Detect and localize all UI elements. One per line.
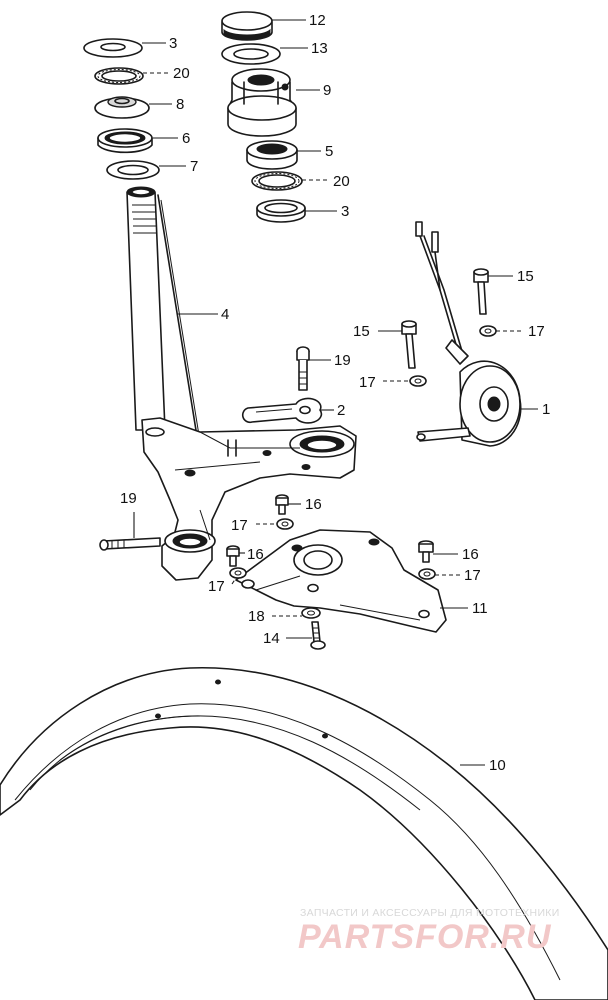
- callout-19-upper: 19: [334, 352, 351, 369]
- part-18-washer: [301, 607, 321, 619]
- callout-19-lower: 19: [120, 490, 137, 507]
- callout-13: 13: [311, 40, 328, 57]
- callout-3-top-left: 3: [169, 35, 177, 52]
- watermark: ЗАПЧАСТИ И АКСЕССУАРЫ ДЛЯ МОТОТЕХНИКИ PA…: [298, 907, 560, 956]
- part-16-bolt-left: [226, 545, 240, 567]
- callout-17-left: 17: [208, 578, 225, 595]
- callout-20-left: 20: [173, 65, 190, 82]
- part-19-bolt-lower: [99, 537, 161, 551]
- part-9-steering-nut: [227, 68, 297, 137]
- part-6-outer-race-left: [97, 128, 153, 154]
- callout-8: 8: [176, 96, 184, 113]
- part-7-washer-left: [106, 160, 160, 180]
- callout-3-right: 3: [341, 203, 349, 220]
- part-4-steering-stem: [126, 186, 204, 461]
- part-8-cone-race-left: [94, 96, 150, 119]
- callout-9: 9: [323, 82, 331, 99]
- callout-14: 14: [263, 630, 280, 647]
- callout-15-left: 15: [353, 323, 370, 340]
- callout-6: 6: [182, 130, 190, 147]
- callout-18: 18: [248, 608, 265, 625]
- part-16-bolt-right: [418, 540, 434, 563]
- part-3-dust-seal-right: [256, 199, 306, 223]
- fork-crown-bottom-bridge: [141, 417, 357, 581]
- part-14-bolt: [310, 621, 326, 650]
- callout-16-right: 16: [462, 546, 479, 563]
- part-17-washer-center: [276, 518, 294, 530]
- callout-17-horn-upper: 17: [528, 323, 545, 340]
- part-16-bolt-center: [275, 494, 289, 515]
- callout-7: 7: [190, 158, 198, 175]
- part-13-washer-right: [221, 43, 281, 65]
- callout-17-horn-lower: 17: [359, 374, 376, 391]
- callout-17-right: 17: [464, 567, 481, 584]
- callout-2: 2: [337, 402, 345, 419]
- callout-1: 1: [542, 401, 550, 418]
- watermark-brand: PARTSFOR.RU: [298, 918, 552, 956]
- part-3-dust-seal-left: [83, 38, 143, 58]
- part-17-washer-horn-lower: [409, 375, 427, 387]
- part-5-cone-race-right: [246, 140, 298, 170]
- callout-17-center: 17: [231, 517, 248, 534]
- callout-20-right: 20: [333, 173, 350, 190]
- part-2-cable-clamp: [241, 397, 323, 424]
- part-10-front-fender: [0, 666, 608, 1000]
- part-20-ball-race-left: [94, 67, 144, 85]
- watermark-tagline: ЗАПЧАСТИ И АКСЕССУАРЫ ДЛЯ МОТОТЕХНИКИ: [300, 907, 560, 919]
- part-1-horn: [415, 221, 522, 447]
- callout-numbers: 3 20 8 6 7 4 12 13 9 5 20 3 19 2 1 15 17…: [120, 12, 550, 774]
- part-15-bolt-horn-lower: [401, 320, 417, 369]
- callout-16-center: 16: [305, 496, 322, 513]
- callout-4: 4: [221, 306, 229, 323]
- callout-11: 11: [472, 600, 488, 617]
- part-17-washer-right: [418, 568, 436, 580]
- callout-5: 5: [325, 143, 333, 160]
- callout-15-right: 15: [517, 268, 534, 285]
- part-17-washer-horn-upper: [479, 325, 497, 337]
- part-11-fender-bracket: [235, 529, 447, 633]
- part-17-washer-left: [229, 567, 247, 579]
- part-12-cap: [221, 11, 273, 41]
- part-20-ball-race-right: [251, 171, 303, 191]
- part-15-bolt-horn-upper: [473, 268, 489, 315]
- callout-12: 12: [309, 12, 326, 29]
- part-19-bolt-upper: [296, 346, 310, 391]
- callout-10: 10: [489, 757, 506, 774]
- callout-16-left: 16: [247, 546, 264, 563]
- leader-lines: [133, 19, 538, 766]
